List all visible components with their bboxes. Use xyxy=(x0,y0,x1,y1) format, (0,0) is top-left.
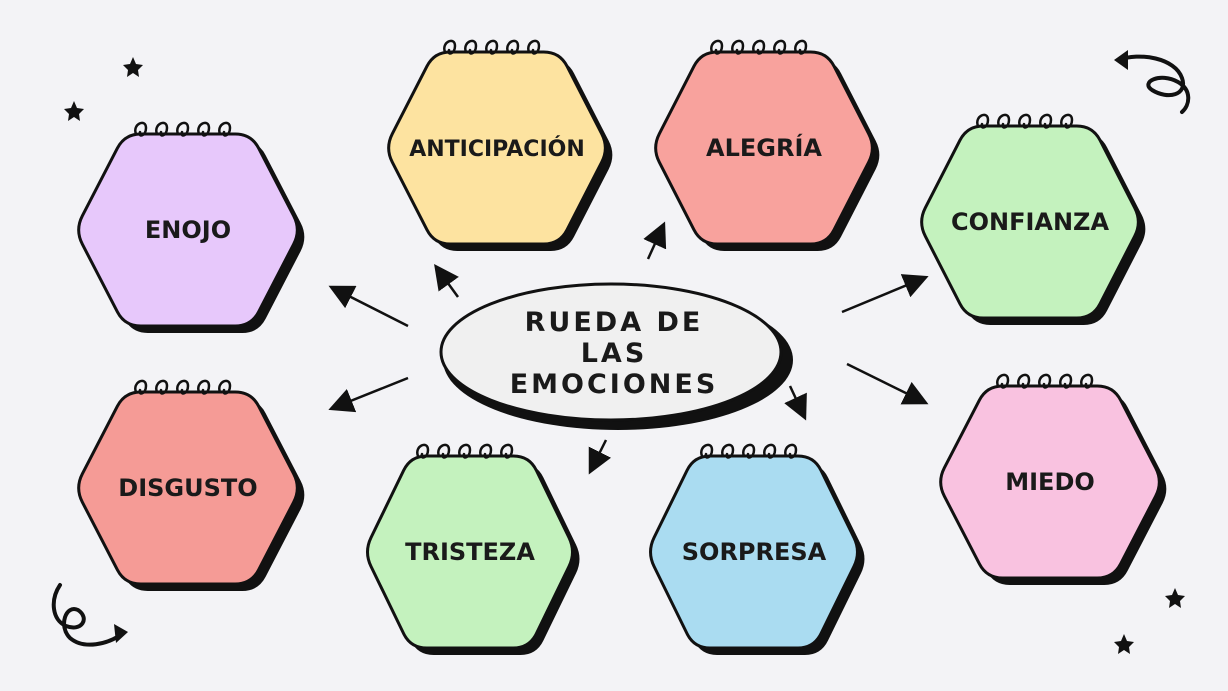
notebook-spiral-icon xyxy=(700,443,798,459)
emotion-hexagon xyxy=(77,132,299,328)
center-title-line-2: LAS xyxy=(581,338,648,369)
notebook-spiral-icon xyxy=(996,373,1094,389)
emotion-node-sorpresa: SORPRESA xyxy=(649,443,865,655)
star-icon xyxy=(1165,588,1185,608)
emotion-label: TRISTEZA xyxy=(405,538,535,566)
star-icon xyxy=(1114,634,1134,654)
emotion-node-enojo: ENOJO xyxy=(77,121,305,333)
emotion-label: SORPRESA xyxy=(682,538,827,566)
emotion-hexagon xyxy=(365,454,575,650)
notebook-spiral-icon xyxy=(710,39,808,55)
squiggle-arrow-icon xyxy=(51,583,128,647)
emotion-label: ALEGRÍA xyxy=(706,133,822,162)
emotion-hexagon xyxy=(920,124,1140,320)
emotion-node-disgusto: DISGUSTO xyxy=(77,379,305,591)
notebook-spiral-icon xyxy=(134,121,232,137)
center-node: RUEDA DE LAS EMOCIONES xyxy=(439,282,793,430)
squiggle-arrow-icon xyxy=(1114,50,1191,114)
emotion-node-confianza: CONFIANZA xyxy=(920,113,1146,325)
emotion-label: ANTICIPACIÓN xyxy=(409,136,585,162)
notebook-spiral-icon xyxy=(976,113,1074,129)
emotion-node-anticipacion: ANTICIPACIÓN xyxy=(387,39,613,251)
center-title-line-1: RUEDA DE xyxy=(525,307,704,338)
emotion-node-tristeza: TRISTEZA xyxy=(365,443,580,655)
center-title-line-3: EMOCIONES xyxy=(510,369,719,400)
emotion-node-alegria: ALEGRÍA xyxy=(654,39,880,251)
emotion-hexagon xyxy=(939,384,1161,580)
emotion-node-miedo: MIEDO xyxy=(939,373,1167,585)
emotion-label: DISGUSTO xyxy=(118,474,257,502)
emotion-hexagon xyxy=(654,50,874,246)
star-icon xyxy=(123,57,143,77)
connector-arrows xyxy=(328,221,929,475)
notebook-spiral-icon xyxy=(134,379,232,395)
emotion-hexagon xyxy=(649,454,859,650)
emotion-hexagon xyxy=(387,50,607,246)
emotion-label: ENOJO xyxy=(145,216,231,244)
star-icon xyxy=(64,101,84,121)
emotion-label: MIEDO xyxy=(1005,468,1095,496)
emotion-hexagon xyxy=(77,390,299,586)
notebook-spiral-icon xyxy=(416,443,514,459)
notebook-spiral-icon xyxy=(443,39,541,55)
emotion-label: CONFIANZA xyxy=(951,208,1109,236)
